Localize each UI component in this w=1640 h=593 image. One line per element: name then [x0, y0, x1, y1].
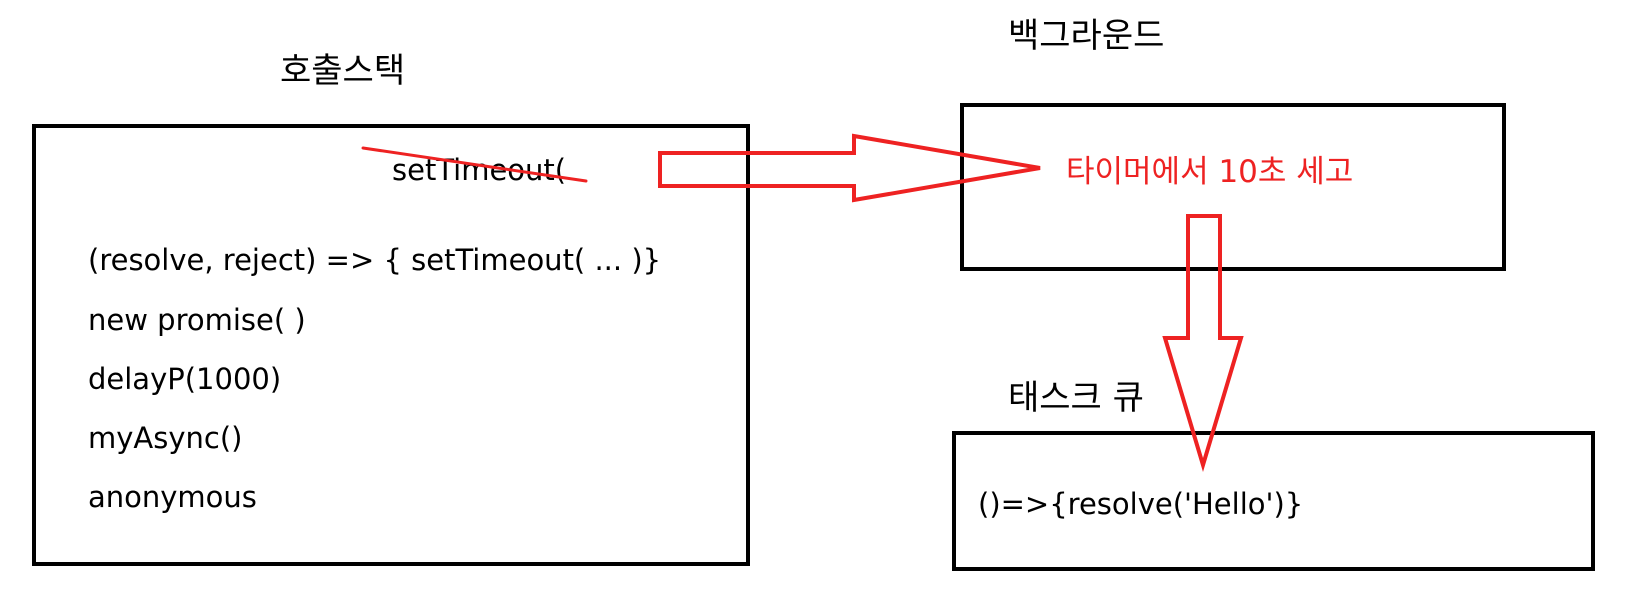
struck-settimeout-label: setTimeout( — [392, 153, 567, 187]
timer-text: 타이머에서 10초 세고 — [1066, 154, 1354, 190]
task-queue-title: 태스크 큐 — [1008, 378, 1144, 418]
stack-frame-1: (resolve, reject) => { setTimeout( ... )… — [88, 243, 662, 277]
call-stack-title: 호출스택 — [280, 51, 406, 91]
task-queue-box: ()=>{resolve('Hello')} — [952, 431, 1595, 571]
background-box: 타이머에서 10초 세고 — [960, 103, 1506, 271]
background-title: 백그라운드 — [1008, 16, 1165, 56]
stack-frame-2: new promise( ) — [88, 303, 306, 337]
call-stack-box: setTimeout( (resolve, reject) => { setTi… — [32, 124, 750, 566]
queued-callback: ()=>{resolve('Hello')} — [978, 487, 1304, 521]
stack-frame-3: delayP(1000) — [88, 362, 282, 396]
stack-frame-5: anonymous — [88, 480, 257, 514]
stack-frame-4: myAsync() — [88, 421, 243, 455]
